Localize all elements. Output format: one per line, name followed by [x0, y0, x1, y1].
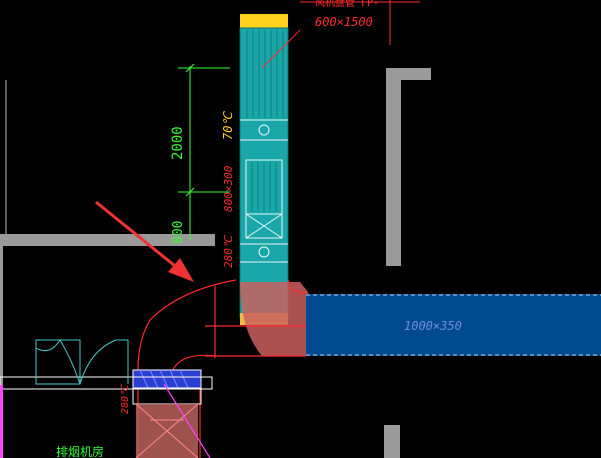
fan-box: [0, 369, 213, 458]
label-size-top: 600×1500: [315, 15, 373, 29]
label-duct-size: 1000×350: [404, 319, 462, 333]
left-wall: [0, 80, 215, 458]
label-dim-2000: 2000: [170, 126, 186, 160]
elbow-fitting: [240, 282, 308, 356]
equipment-sketch: [35, 339, 129, 385]
vertical-duct: [239, 14, 301, 325]
horizontal-duct: [306, 294, 601, 356]
label-temp-bottom: 280℃: [120, 383, 131, 414]
label-fan-coil: 风机盘管 FP-: [315, 0, 379, 9]
red-arrow-annotation: [95, 200, 194, 282]
right-wall: [384, 68, 431, 458]
label-temp-upper: 70℃: [221, 111, 235, 140]
label-temp-lower: 280℃: [222, 234, 235, 268]
label-dim-800: 800: [171, 221, 186, 244]
label-room: 排烟机房: [56, 444, 104, 458]
dimension-lines: [178, 63, 230, 240]
label-size-mid: 800×300: [222, 165, 235, 212]
